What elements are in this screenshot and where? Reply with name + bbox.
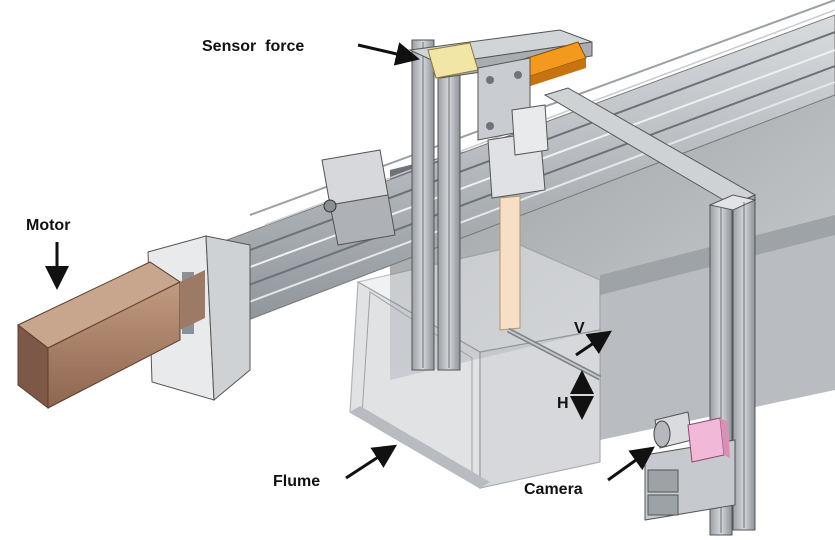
camera-assembly <box>644 411 736 521</box>
labels: Sensor force Motor Flume Camera V H <box>26 38 585 498</box>
label-sensor-force: Sensor force <box>202 38 304 55</box>
label-v: V <box>574 320 585 337</box>
v-direction-arrow <box>575 330 612 357</box>
motor <box>17 235 251 410</box>
rail-end-bracket <box>321 149 396 246</box>
label-camera: Camera <box>524 481 583 498</box>
flume-arrow <box>345 444 398 480</box>
sensor-force-assembly <box>408 29 602 381</box>
label-motor: Motor <box>26 217 70 234</box>
carriage-posts <box>411 39 461 371</box>
camera-arrow <box>607 446 655 482</box>
sensor-force-arrow <box>357 42 420 66</box>
label-h: H <box>557 395 569 412</box>
label-flume: Flume <box>273 473 320 490</box>
annotation-arrows <box>45 42 655 482</box>
